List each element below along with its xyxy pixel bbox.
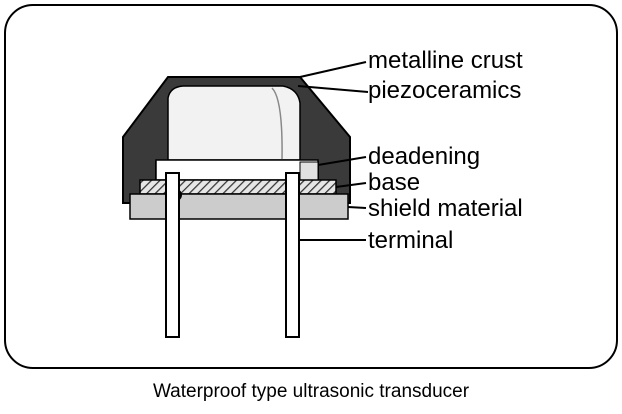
deadening-plug xyxy=(299,161,319,183)
label-terminal: terminal xyxy=(368,227,453,254)
label-base: base xyxy=(368,169,420,196)
terminal-left xyxy=(165,172,180,338)
label-piezoceramics: piezoceramics xyxy=(368,77,521,104)
piezo-highlight xyxy=(271,87,283,161)
label-deadening: deadening xyxy=(368,143,480,170)
diagram-caption: Waterproof type ultrasonic transducer xyxy=(153,381,470,402)
leader-metalline-crust xyxy=(299,61,367,78)
leader-piezoceramics xyxy=(297,85,369,93)
label-metalline-crust: metalline crust xyxy=(368,47,523,74)
shield-material xyxy=(129,193,349,220)
leader-shield-material xyxy=(347,206,367,209)
piezoceramics xyxy=(167,85,301,161)
leader-deadening xyxy=(317,156,367,166)
terminal-right xyxy=(285,172,300,338)
leader-base xyxy=(335,182,367,188)
label-shield-material: shield material xyxy=(368,195,523,222)
